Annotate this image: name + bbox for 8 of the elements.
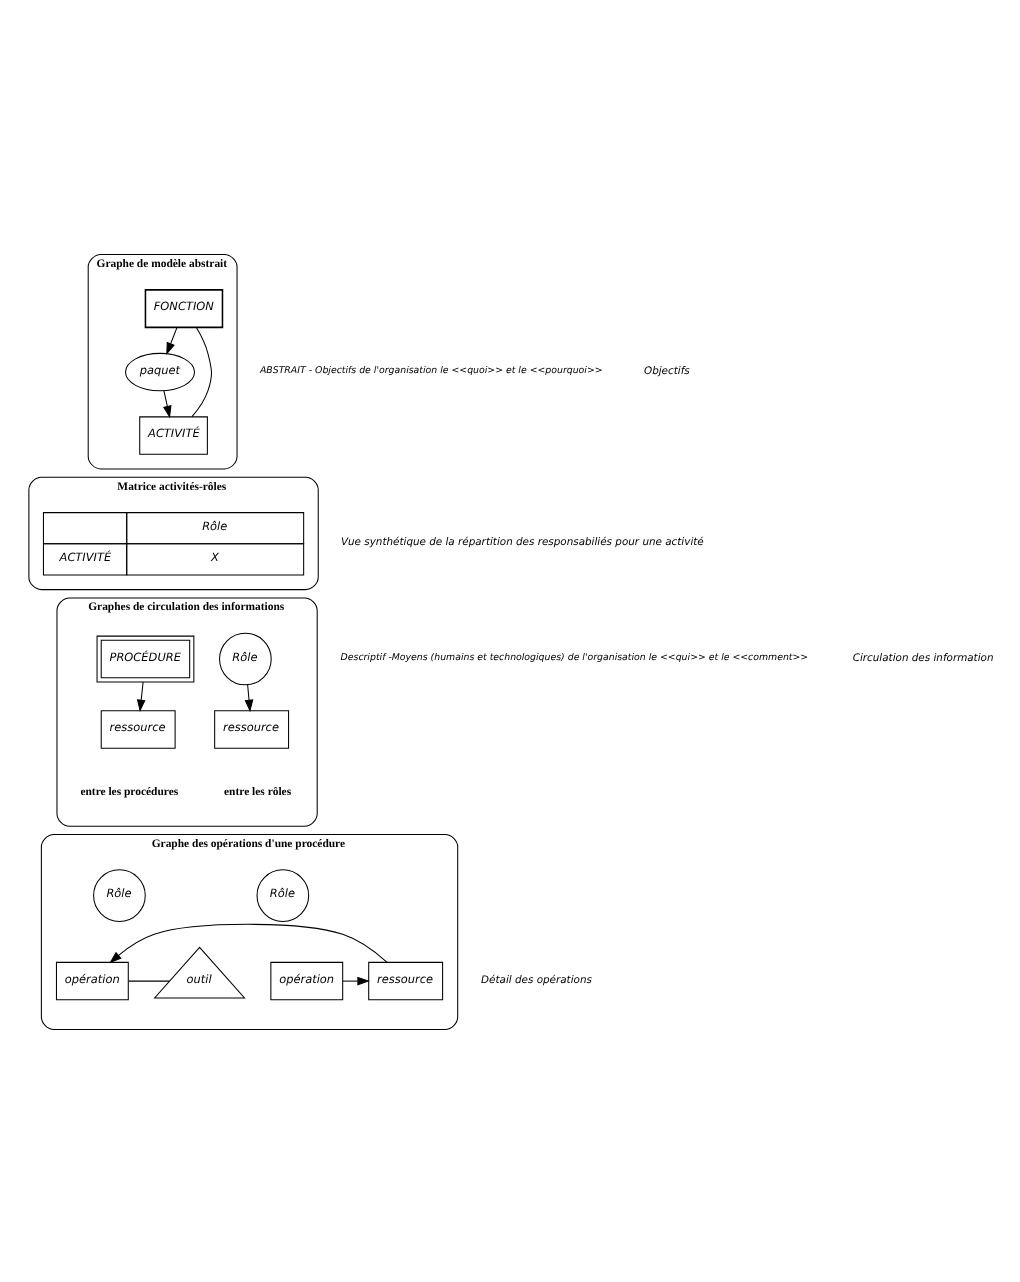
arrow: [136, 680, 146, 712]
arrow: [166, 325, 178, 355]
arrow: [342, 975, 370, 985]
arrow: [162, 389, 172, 418]
connector: [191, 326, 212, 417]
connector: [127, 979, 171, 981]
arrow: [109, 922, 388, 963]
arrow: [244, 683, 254, 712]
